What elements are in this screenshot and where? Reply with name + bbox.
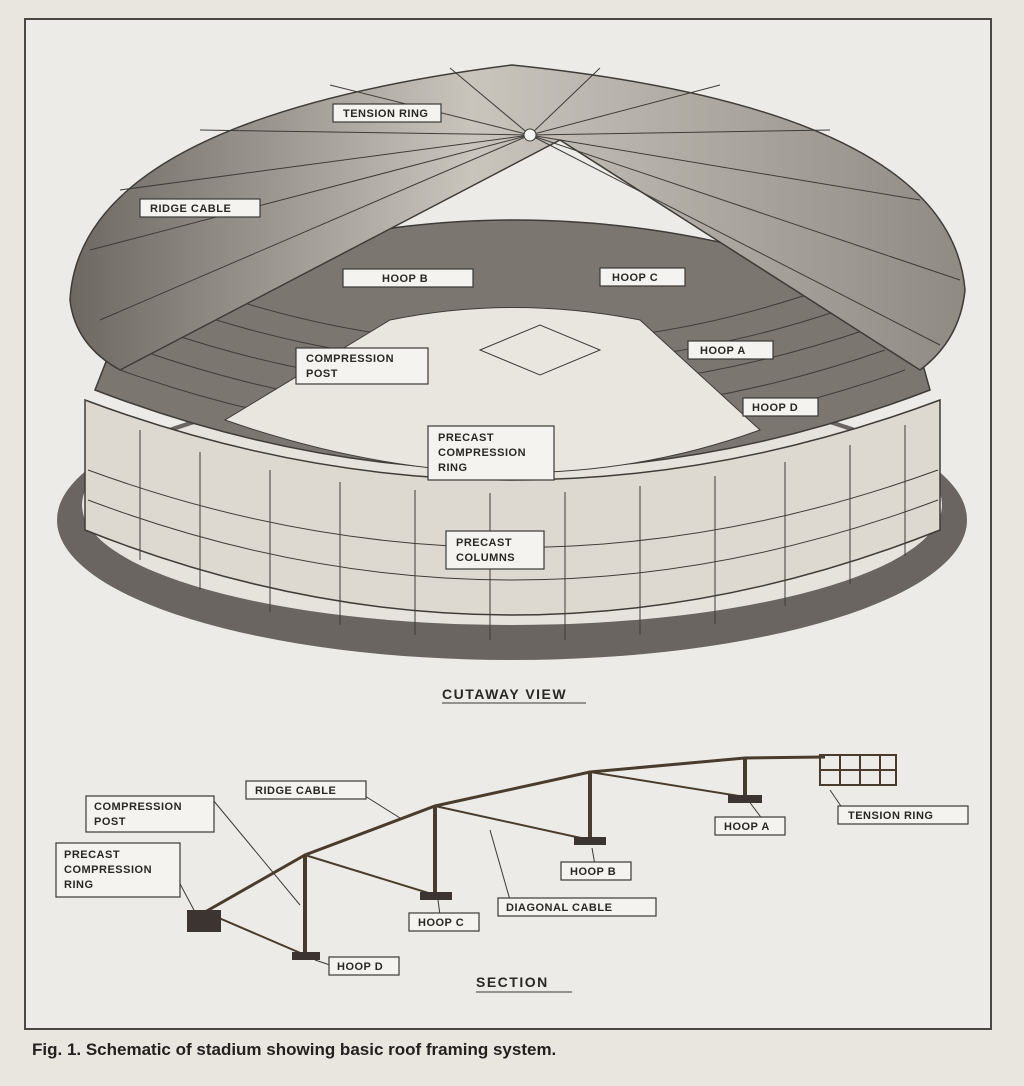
section-compression-posts: [303, 758, 747, 955]
label-hoop-d-section: HOOP D: [328, 956, 400, 976]
label-hoop-d-cutaway: HOOP D: [742, 397, 819, 417]
cutaway-view-heading: CUTAWAY VIEW: [442, 686, 567, 702]
section-ridge-cable: [204, 755, 826, 914]
svg-text:TENSION RING: TENSION RING: [848, 810, 933, 822]
label-hoop-b-cutaway: HOOP B: [342, 268, 474, 288]
label-hoop-c-cutaway: HOOP C: [599, 267, 686, 287]
label-ridge-cable-cutaway: RIDGE CABLE: [139, 198, 261, 218]
cutaway-view: [57, 64, 967, 660]
svg-text:COLUMNS: COLUMNS: [456, 552, 515, 564]
facade-wall: [84, 398, 941, 616]
label-compression-post-cutaway: COMPRESSION POST: [295, 347, 429, 385]
svg-text:RING: RING: [438, 462, 468, 474]
label-precast-compression-ring-cutaway: PRECAST COMPRESSION RING: [427, 425, 555, 481]
svg-text:PRECAST: PRECAST: [456, 537, 512, 549]
label-tension-ring-cutaway: TENSION RING: [332, 103, 442, 123]
svg-text:RING: RING: [64, 879, 94, 891]
roof-membrane: [69, 64, 966, 371]
svg-text:HOOP B: HOOP B: [382, 273, 428, 285]
precast-column-lines: [87, 425, 939, 640]
label-precast-compression-ring-section: PRECAST COMPRESSION RING: [55, 842, 181, 898]
label-ridge-cable-section: RIDGE CABLE: [245, 780, 367, 800]
figure-caption: Fig. 1. Schematic of stadium showing bas…: [32, 1040, 557, 1059]
roof-ridge-lines: [89, 67, 961, 346]
svg-text:COMPRESSION: COMPRESSION: [64, 864, 152, 876]
label-diagonal-cable-section: DIAGONAL CABLE: [497, 897, 657, 917]
svg-text:POST: POST: [94, 816, 126, 828]
section-heading: SECTION: [476, 974, 549, 990]
svg-text:HOOP C: HOOP C: [418, 917, 464, 929]
svg-text:COMPRESSION: COMPRESSION: [306, 353, 394, 365]
svg-text:HOOP B: HOOP B: [570, 866, 616, 878]
svg-text:POST: POST: [306, 368, 338, 380]
label-hoop-c-section: HOOP C: [408, 912, 480, 932]
label-precast-columns-cutaway: PRECAST COLUMNS: [445, 530, 545, 570]
section-hoops: [292, 795, 762, 960]
svg-text:RIDGE CABLE: RIDGE CABLE: [255, 785, 336, 797]
label-hoop-a-cutaway: HOOP A: [687, 340, 774, 360]
label-compression-post-section: COMPRESSION POST: [85, 795, 215, 833]
tension-ring-hub: [523, 128, 537, 142]
label-hoop-a-section: HOOP A: [714, 816, 786, 836]
svg-text:COMPRESSION: COMPRESSION: [94, 801, 182, 813]
svg-text:TENSION RING: TENSION RING: [343, 108, 428, 120]
section-drawing: [187, 754, 897, 960]
svg-text:COMPRESSION: COMPRESSION: [438, 447, 526, 459]
label-tension-ring-section: TENSION RING: [837, 805, 969, 825]
svg-text:PRECAST: PRECAST: [438, 432, 494, 444]
svg-text:HOOP D: HOOP D: [337, 961, 383, 973]
svg-text:PRECAST: PRECAST: [64, 849, 120, 861]
section-tension-ring-frame: [819, 754, 897, 786]
svg-text:HOOP A: HOOP A: [724, 821, 770, 833]
svg-text:HOOP D: HOOP D: [752, 402, 798, 414]
svg-text:HOOP A: HOOP A: [700, 345, 746, 357]
label-hoop-b-section: HOOP B: [560, 861, 632, 881]
section-compression-ring-block: [187, 910, 221, 932]
svg-text:RIDGE CABLE: RIDGE CABLE: [150, 203, 231, 215]
svg-text:HOOP C: HOOP C: [612, 272, 658, 284]
svg-text:DIAGONAL CABLE: DIAGONAL CABLE: [506, 902, 612, 914]
